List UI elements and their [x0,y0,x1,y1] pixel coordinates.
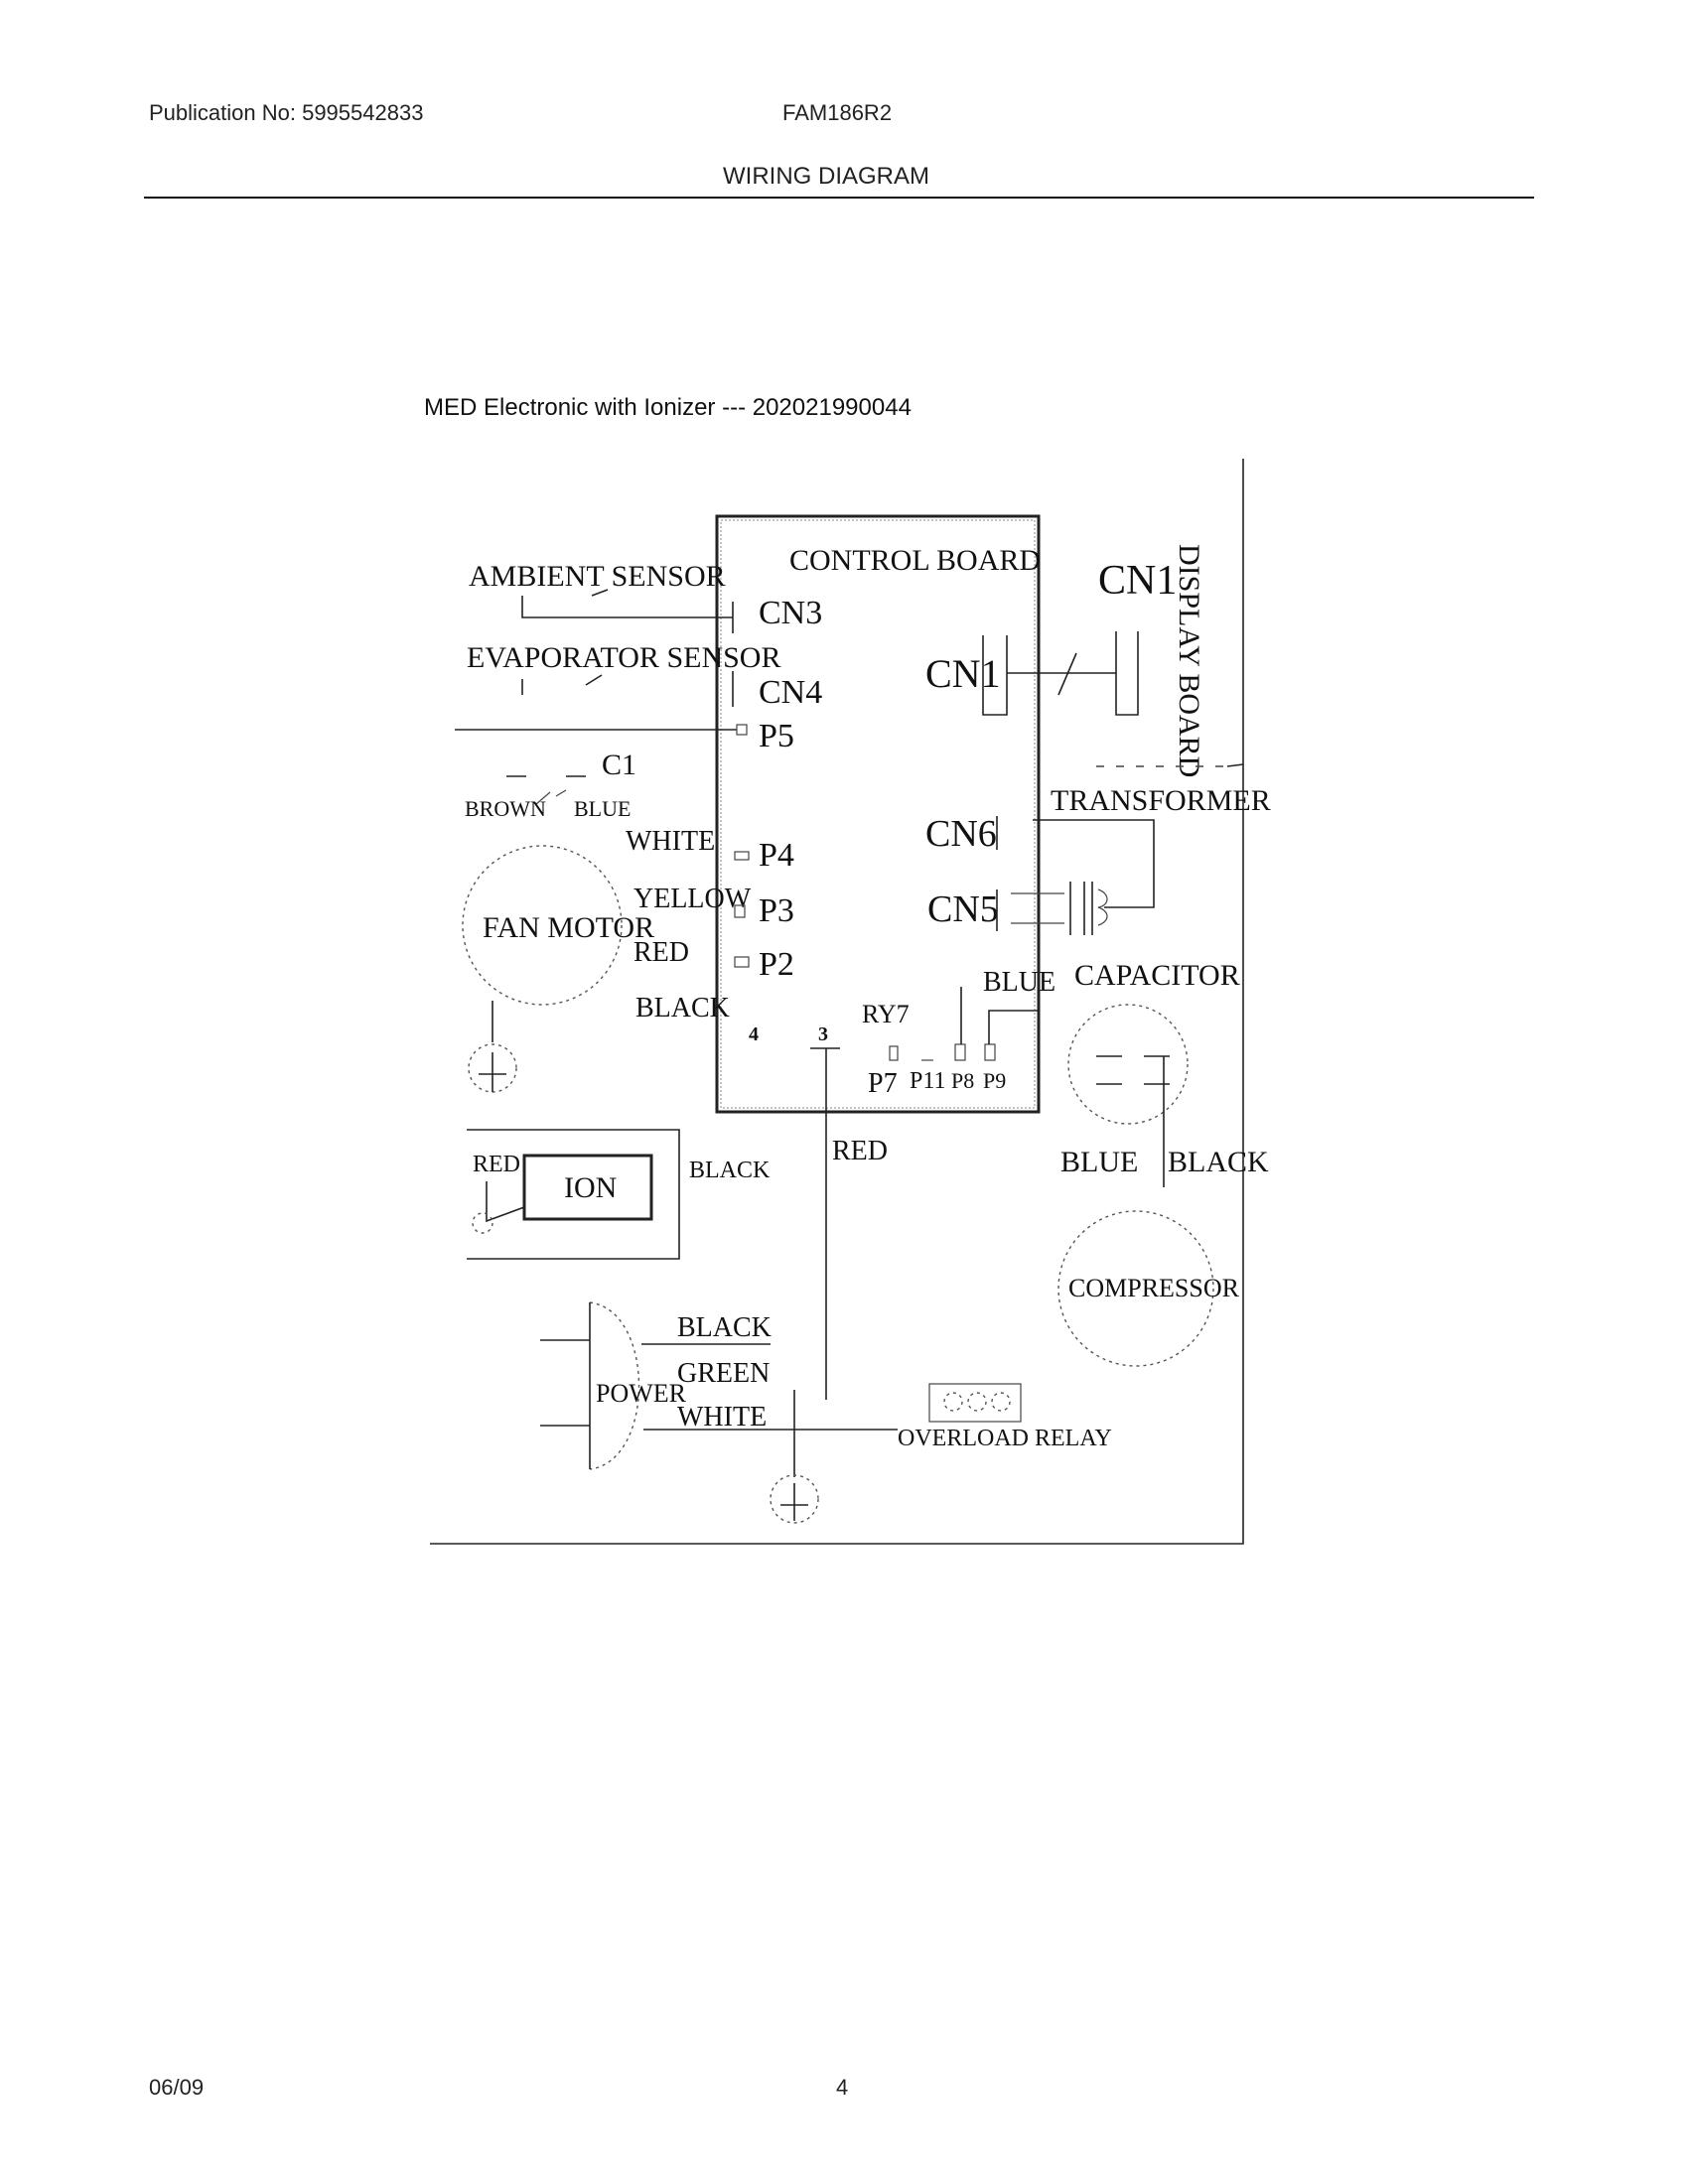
display-board-label: DISPLAY BOARD [1173,544,1205,777]
ry7-label: RY7 [862,1000,910,1028]
control-board [715,514,1041,1114]
p7-pin [889,1045,899,1061]
ambient-sensor-wire [521,596,733,618]
compressor-label: COMPRESSOR [1068,1274,1240,1302]
fan-motor-label: FAN MOTOR [483,911,654,944]
overload-relay [928,1383,1022,1423]
ambient-sensor-symbol [591,589,609,597]
transformer-wire [1033,819,1155,908]
ion-module [522,1154,653,1221]
p4-pin [734,851,750,861]
white-wire-label: WHITE [626,826,715,857]
fan-motor [462,845,623,1006]
power-ground-icon [780,1483,808,1521]
transformer-core [1069,882,1093,935]
power-plug [589,1301,640,1470]
power-ground [770,1474,819,1524]
capacitor [1067,1004,1189,1125]
cn5-label: CN5 [927,888,999,930]
p2-pin [734,956,750,968]
p3-label: P3 [759,892,794,929]
transformer-label: TRANSFORMER [1051,784,1271,817]
control-board-label: CONTROL BOARD [789,544,1041,577]
compressor [1057,1210,1214,1367]
model-number: FAM186R2 [782,100,893,125]
black-power-label: BLACK [677,1312,772,1343]
power-label: POWER [596,1379,687,1408]
pin-4-label: 4 [749,1024,759,1045]
yellow-wire-label: YELLOW [633,884,752,914]
red-wire-label: RED [633,937,689,968]
ion-ground-wire [486,1181,525,1223]
display-cn1-label: CN1 [1098,558,1177,604]
pin-3-label: 3 [818,1024,828,1045]
blue-wire-label: BLUE [574,796,631,821]
p5-label: P5 [759,718,794,754]
p8-label: P8 [951,1068,974,1093]
p8-pin [954,1043,966,1061]
blue-compressor-label: BLUE [1060,1146,1138,1178]
white-power-label: WHITE [677,1402,767,1433]
brown-wire-label: BROWN [465,796,546,821]
cn1-harness-mark [1057,652,1077,696]
cn1-label: CN1 [925,651,1001,696]
black-wire-label: BLACK [635,993,730,1024]
ion-enclosure [467,1129,680,1260]
black-ion-label: BLACK [689,1158,771,1183]
p7-label: P7 [868,1068,898,1099]
p2-label: P2 [759,946,794,983]
evaporator-sensor-label: EVAPORATOR SENSOR [467,641,780,674]
c1-link [535,789,567,805]
p9-pin [984,1043,996,1061]
page-number: 4 [836,2075,849,2100]
page-title: WIRING DIAGRAM [723,163,929,190]
fan-ground-icon [479,1052,506,1092]
cn3-label: CN3 [759,595,822,631]
red-relay-label: RED [832,1136,888,1166]
p11-label: P11 [910,1068,945,1094]
c1-label: C1 [602,749,636,781]
p9-wire [988,1010,1039,1044]
ion-ground-icon [472,1212,493,1234]
p9-label: P9 [983,1068,1006,1093]
diagram-subtitle: MED Electronic with Ionizer --- 20202199… [424,394,912,421]
display-cn1-connector [1115,631,1139,716]
capacitor-terminals [1096,1055,1170,1085]
cn6-label: CN6 [925,813,997,855]
capacitor-label: CAPACITOR [1074,959,1240,992]
p4-label: P4 [759,837,794,874]
footer-date: 06/09 [149,2075,205,2100]
ambient-sensor-label: AMBIENT SENSOR [469,560,726,593]
transformer-coil [1097,888,1108,926]
blue-p9-label: BLUE [983,967,1055,998]
header-rule [144,197,1534,199]
evaporator-sensor-symbol [585,674,603,686]
power-prongs [540,1339,590,1427]
black-compressor-label: BLACK [1168,1146,1269,1178]
ion-label: ION [564,1171,617,1204]
publication-number: Publication No: 5995542833 [149,100,424,125]
diagram-frame [430,459,1244,1545]
red-ion-label: RED [473,1152,520,1177]
overload-relay-label: OVERLOAD RELAY [898,1426,1112,1451]
p5-pin [736,724,748,736]
p3-pin [734,904,746,918]
cn5-wires [1011,892,1064,924]
cn4-label: CN4 [759,674,822,711]
green-power-label: GREEN [677,1358,770,1389]
cn1-connector [982,635,1008,716]
